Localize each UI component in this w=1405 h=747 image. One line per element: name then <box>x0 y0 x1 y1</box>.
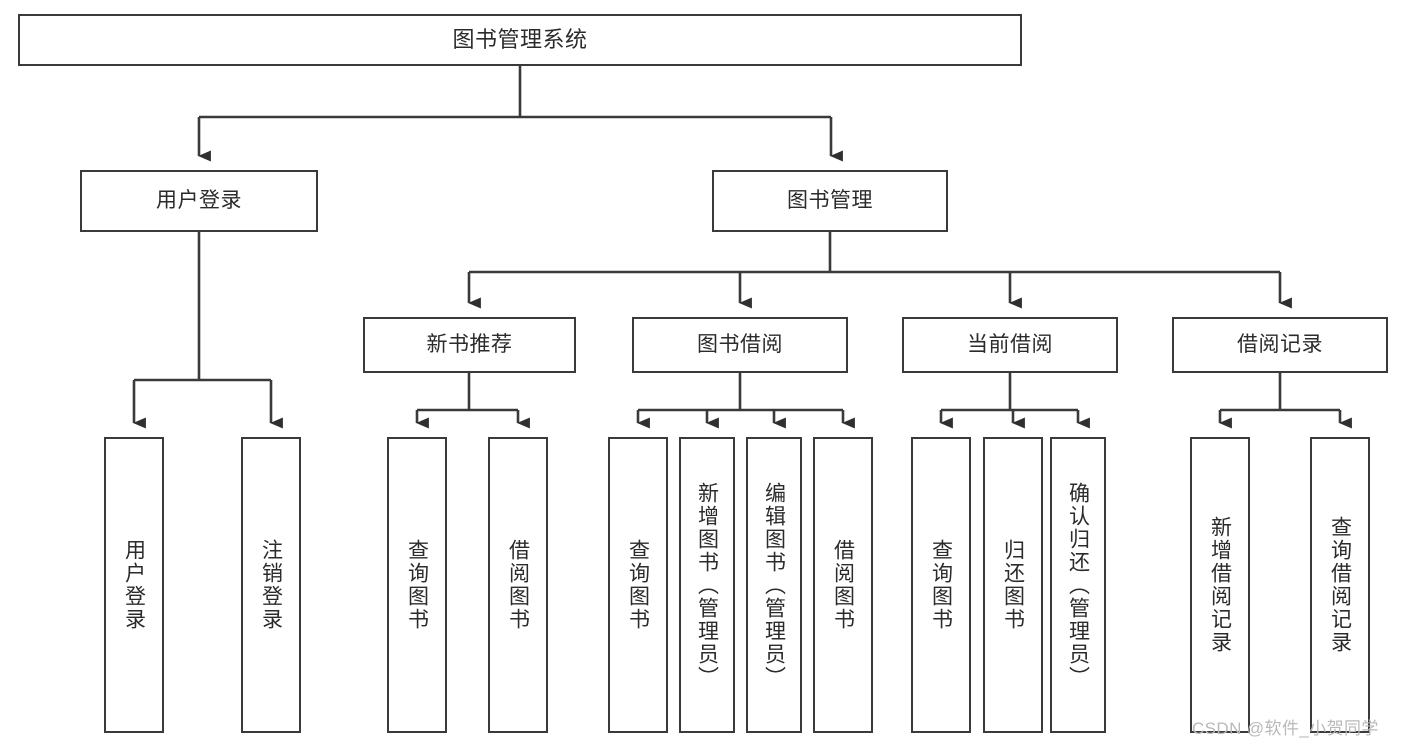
node-new-book-recommend[interactable]: 新书推荐 <box>363 317 576 373</box>
leaf-query-book-current-label: 查询图书 <box>929 539 953 631</box>
leaf-query-book-current[interactable]: 查询图书 <box>911 437 971 733</box>
leaf-borrow-book-label: 借阅图书 <box>831 539 855 631</box>
leaf-add-book-admin-label: 新增图书（管理员） <box>695 481 719 689</box>
leaf-add-borrow-record[interactable]: 新增借阅记录 <box>1190 437 1250 733</box>
leaf-query-borrow-record[interactable]: 查询借阅记录 <box>1310 437 1370 733</box>
leaf-borrow-book[interactable]: 借阅图书 <box>813 437 873 733</box>
node-root-label: 图书管理系统 <box>452 26 588 52</box>
node-user-login-label: 用户登录 <box>156 189 242 213</box>
leaf-borrow-book-recommend-label: 借阅图书 <box>506 539 530 631</box>
leaf-query-book-borrow[interactable]: 查询图书 <box>608 437 668 733</box>
node-current-borrow-label: 当前借阅 <box>967 333 1053 357</box>
node-book-management-label: 图书管理 <box>787 189 873 213</box>
leaf-logout-label: 注销登录 <box>259 539 283 631</box>
leaf-query-book-recommend-label: 查询图书 <box>405 539 429 631</box>
leaf-add-borrow-record-label: 新增借阅记录 <box>1208 516 1232 654</box>
node-current-borrow[interactable]: 当前借阅 <box>902 317 1118 373</box>
leaf-edit-book-admin[interactable]: 编辑图书（管理员） <box>746 437 802 733</box>
leaf-confirm-return-admin[interactable]: 确认归还（管理员） <box>1050 437 1106 733</box>
leaf-user-login-label: 用户登录 <box>122 539 146 631</box>
leaf-user-login[interactable]: 用户登录 <box>104 437 164 733</box>
node-new-book-recommend-label: 新书推荐 <box>426 333 513 357</box>
leaf-query-book-recommend[interactable]: 查询图书 <box>387 437 447 733</box>
node-book-borrow[interactable]: 图书借阅 <box>632 317 848 373</box>
leaf-return-book[interactable]: 归还图书 <box>983 437 1043 733</box>
node-root[interactable]: 图书管理系统 <box>18 14 1022 66</box>
csdn-watermark: CSDN @软件_小贺同学 <box>1192 719 1379 738</box>
node-book-management[interactable]: 图书管理 <box>712 170 948 232</box>
leaf-confirm-return-admin-label: 确认归还（管理员） <box>1066 481 1090 689</box>
node-book-borrow-label: 图书借阅 <box>697 333 783 357</box>
leaf-query-borrow-record-label: 查询借阅记录 <box>1328 516 1352 654</box>
leaf-query-book-borrow-label: 查询图书 <box>626 539 650 631</box>
node-borrow-record[interactable]: 借阅记录 <box>1172 317 1388 373</box>
leaf-add-book-admin[interactable]: 新增图书（管理员） <box>679 437 735 733</box>
leaf-logout[interactable]: 注销登录 <box>241 437 301 733</box>
node-user-login[interactable]: 用户登录 <box>80 170 318 232</box>
node-borrow-record-label: 借阅记录 <box>1237 333 1323 357</box>
leaf-return-book-label: 归还图书 <box>1001 539 1025 631</box>
leaf-edit-book-admin-label: 编辑图书（管理员） <box>762 481 786 689</box>
leaf-borrow-book-recommend[interactable]: 借阅图书 <box>488 437 548 733</box>
